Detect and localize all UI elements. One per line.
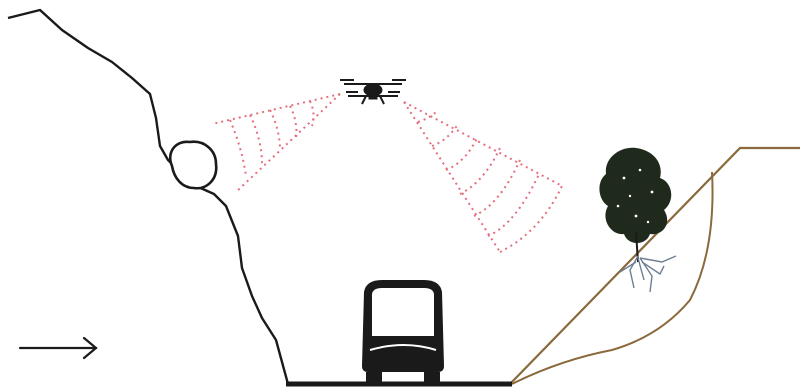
scan-beam-right [404, 102, 562, 252]
drone [340, 80, 406, 104]
scan-beam-left [212, 94, 340, 192]
boulder [170, 142, 216, 189]
rock-cliff [8, 10, 288, 384]
arrow-right-icon [20, 338, 96, 358]
tree [599, 148, 671, 262]
bus [362, 280, 444, 384]
